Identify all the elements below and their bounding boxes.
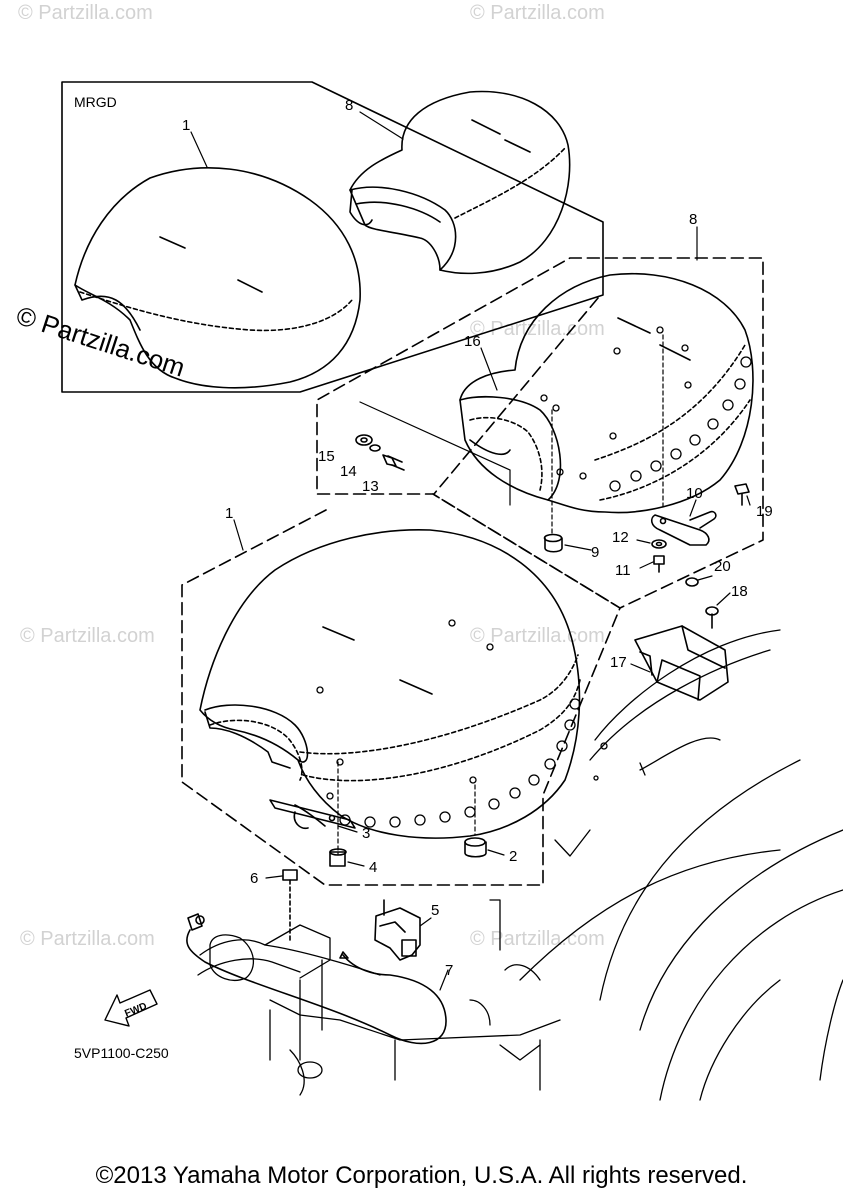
leader-lines	[190, 111, 751, 991]
collar-part-15	[355, 434, 373, 446]
callout-3: 3	[362, 825, 370, 842]
copyright-footer: ©2013 Yamaha Motor Corporation, U.S.A. A…	[95, 1162, 748, 1189]
callout-8: 8	[345, 97, 353, 114]
bolt-part-6	[282, 869, 298, 941]
callout-15: 15	[318, 448, 335, 465]
callout-13: 13	[362, 478, 379, 495]
callout-5: 5	[431, 902, 439, 919]
passenger-seat	[459, 272, 754, 514]
bolt-part-18	[705, 606, 719, 629]
watermark: © Partzilla.com	[470, 928, 605, 950]
washer-part-12	[651, 539, 667, 549]
watermark: © Partzilla.com	[470, 318, 605, 340]
rider-seat	[199, 528, 581, 839]
watermark: © Partzilla.com	[20, 625, 155, 647]
watermark: © Partzilla.com	[470, 625, 605, 647]
callout-1: 1	[225, 505, 233, 522]
watermark: © Partzilla.com	[20, 928, 155, 950]
washer-part-14	[369, 444, 381, 452]
inset-rider-seat	[74, 167, 361, 389]
callout-11: 11	[615, 562, 631, 579]
cable-part-7	[186, 913, 447, 1045]
bracket-part-17	[634, 625, 729, 701]
callout-12: 12	[612, 529, 629, 546]
callout-20: 20	[714, 558, 731, 575]
callout-18: 18	[731, 583, 748, 600]
damper-part-2	[464, 837, 487, 858]
forward-arrow	[104, 989, 158, 1027]
lower-frame	[197, 899, 561, 1096]
callout-8: 8	[689, 211, 697, 228]
callout-10: 10	[686, 485, 703, 502]
callout-6: 6	[250, 870, 258, 887]
inset-passenger-seat	[349, 90, 571, 275]
damper-part-9	[543, 533, 563, 553]
variant-label: MRGD	[74, 94, 117, 110]
diagram-code: 5VP1100-C250	[74, 1045, 169, 1061]
callout-9: 9	[591, 544, 599, 561]
bolt-part-13	[382, 454, 405, 471]
washer-part-20	[685, 577, 699, 587]
bracket-part-10	[650, 510, 717, 546]
fwd-label: FWD	[123, 1001, 148, 1020]
callout-19: 19	[756, 503, 773, 520]
passenger-assembly-box	[316, 257, 764, 609]
mrgd-inset-box	[61, 81, 604, 393]
rider-assembly-box	[181, 493, 621, 886]
bolt-part-11	[653, 555, 665, 573]
rear-fender-frame	[519, 629, 843, 1101]
rider-seat-studs	[316, 619, 581, 828]
callout-14: 14	[340, 463, 357, 480]
bolt-part-4	[329, 848, 347, 867]
bolt-part-19	[734, 483, 750, 506]
callout-7: 7	[445, 962, 453, 979]
watermark: © Partzilla.com	[470, 2, 605, 24]
seat-lock-part-5	[374, 899, 421, 961]
watermark: © Partzilla.com	[18, 2, 153, 24]
callout-4: 4	[369, 859, 377, 876]
callout-2: 2	[509, 848, 517, 865]
passenger-seat-studs	[540, 326, 752, 492]
callout-17: 17	[610, 654, 627, 671]
bracket-part-3	[269, 799, 356, 830]
callout-16: 16	[464, 333, 481, 350]
callout-1: 1	[182, 117, 190, 134]
